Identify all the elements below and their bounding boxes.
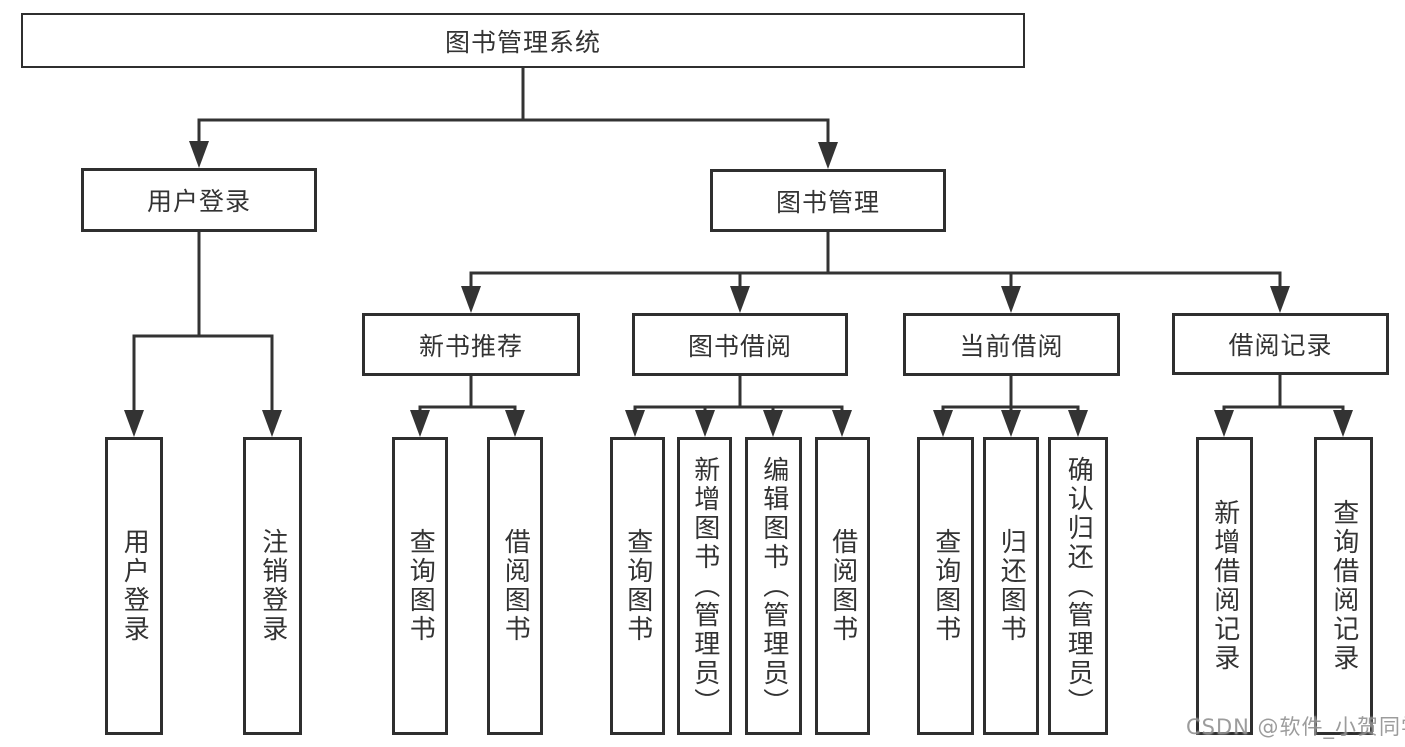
node-borrowing-records: 借阅记录 [1172, 313, 1389, 375]
node-current-borrowing: 当前借阅 [903, 313, 1120, 376]
node-book-management-branch: 图书管理 [710, 169, 946, 232]
leaf-return-books: 归还图书 [983, 437, 1039, 735]
leaf-borrow-books-2: 借阅图书 [815, 437, 870, 735]
leaf-query-books-2: 查询图书 [610, 437, 665, 735]
leaf-add-borrow-record: 新增借阅记录 [1196, 437, 1253, 735]
node-library-management-system: 图书管理系统 [21, 13, 1025, 68]
csdn-watermark: CSDN @软件_小贺同学 [1186, 715, 1405, 739]
leaf-query-books-3: 查询图书 [917, 437, 974, 735]
leaf-logout: 注销登录 [243, 437, 302, 735]
node-new-book-recommendation: 新书推荐 [362, 313, 580, 376]
leaf-edit-books-admin: 编辑图书（管理员） [745, 437, 802, 735]
node-book-borrowing: 图书借阅 [632, 313, 848, 376]
leaf-borrow-books-1: 借阅图书 [487, 437, 543, 735]
leaf-user-login: 用户登录 [105, 437, 163, 735]
arrowheads [124, 141, 1353, 437]
leaf-add-books-admin: 新增图书（管理员） [677, 437, 732, 735]
leaf-query-books-1: 查询图书 [392, 437, 448, 735]
node-user-login-branch: 用户登录 [81, 168, 317, 232]
leaf-confirm-return-admin: 确认归还（管理员） [1048, 437, 1108, 735]
leaf-query-borrow-record: 查询借阅记录 [1314, 437, 1373, 735]
